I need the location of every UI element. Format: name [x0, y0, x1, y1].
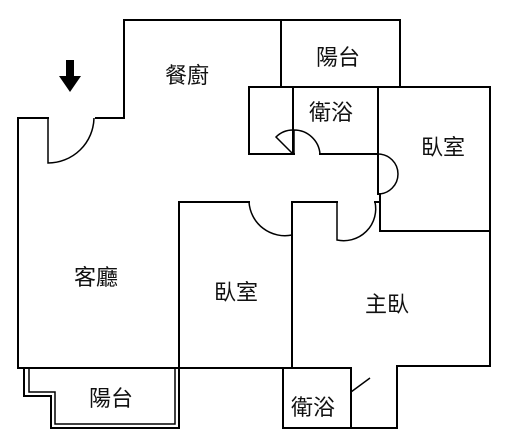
- room-label-balcony-bottom: 陽台: [89, 387, 133, 412]
- door-bedroom-right: [377, 153, 399, 195]
- room-label-living: 客廳: [74, 266, 118, 291]
- door-bedroom-center: [248, 201, 293, 237]
- room-label-bath-bottom: 衛浴: [291, 396, 335, 421]
- room-label-bedroom-center: 臥室: [214, 281, 258, 306]
- bedroom-right-wall: [377, 153, 491, 232]
- bath-top-wall: [248, 86, 379, 155]
- room-label-balcony-top: 陽台: [316, 46, 360, 71]
- door-bath-top-hall: [293, 129, 321, 155]
- door-bath-bottom: [350, 368, 371, 394]
- balcony-bottom-wall: [23, 367, 180, 429]
- balcony-bottom-inner: [28, 368, 176, 425]
- outer-wall: [17, 19, 491, 429]
- room-label-kitchen: 餐廚: [165, 64, 209, 89]
- door-bath-top: [274, 129, 294, 155]
- door-master-bedroom: [336, 201, 377, 242]
- room-label-bath-top: 衛浴: [309, 101, 353, 126]
- room-label-bedroom-right: 臥室: [421, 136, 465, 161]
- down-arrow-icon: [59, 60, 81, 92]
- bath-top-wall-left: [248, 86, 295, 155]
- bedroom-center-wall: [178, 201, 250, 369]
- outer-wall-kitchen: [95, 19, 125, 119]
- room-label-master-bedroom: 主臥: [365, 293, 409, 318]
- door-entrance: [47, 117, 95, 164]
